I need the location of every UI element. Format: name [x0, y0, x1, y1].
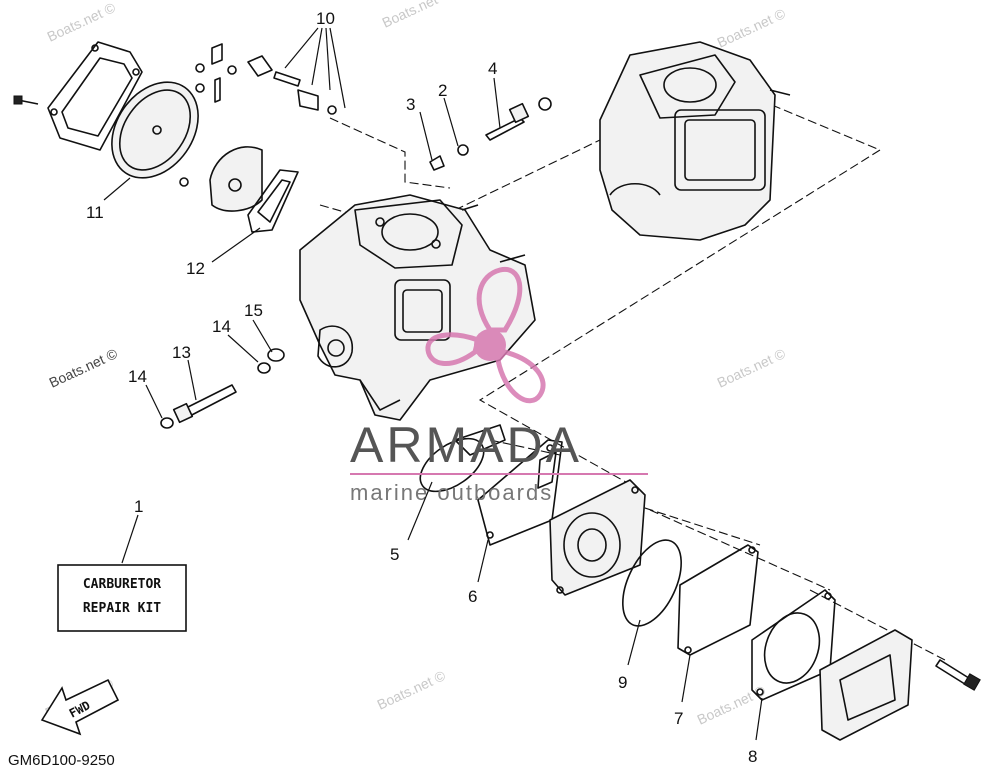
pump-cover-part [819, 629, 981, 741]
callout-14-lower: 14 [128, 367, 147, 386]
repair-kit-label: CARBURETOR REPAIR KIT [57, 564, 187, 632]
callout-numbers: 10 3 2 4 11 12 15 14 13 14 1 5 6 9 7 8 [86, 9, 757, 766]
needle-valve-part [429, 97, 552, 171]
o-ring-part [622, 539, 682, 627]
carburetor-body-upper-right [599, 41, 791, 241]
watermark: Boats.net © [47, 345, 121, 391]
diagram-code: GM6D100-9250 [8, 752, 115, 769]
kit-label-line1: CARBURETOR [83, 577, 161, 592]
watermark: Boats.net © [715, 5, 789, 51]
callout-13: 13 [172, 343, 191, 362]
callout-3: 3 [406, 95, 415, 114]
diaphragm-cover-part [13, 41, 199, 179]
pump-housing-part [179, 146, 299, 233]
watermark: Boats.net © [695, 682, 769, 728]
diaphragm-plate-part [677, 544, 759, 656]
brand-name: ARMADA [350, 417, 582, 473]
jet-hardware-part [195, 43, 337, 115]
callout-14-upper: 14 [212, 317, 231, 336]
callout-12: 12 [186, 259, 205, 278]
callout-8: 8 [748, 747, 757, 766]
callout-5: 5 [390, 545, 399, 564]
callout-10: 10 [316, 9, 335, 28]
armada-logo: ARMADA marine outboards [350, 266, 648, 505]
fwd-arrow-icon: FWD [40, 678, 120, 736]
leader-lines [103, 27, 763, 741]
watermark: Boats.net © [715, 345, 789, 391]
callout-7: 7 [674, 709, 683, 728]
callout-6: 6 [468, 587, 477, 606]
callout-11: 11 [86, 203, 104, 222]
callout-15: 15 [244, 301, 263, 320]
carburetor-body-center [299, 194, 536, 421]
fuel-pump-body-part [549, 479, 646, 596]
brand-tagline: marine outboards [350, 480, 553, 505]
callout-2: 2 [438, 81, 447, 100]
callout-4: 4 [488, 59, 497, 78]
pilot-screw-part [160, 348, 285, 429]
watermark: Boats.net © [45, 0, 119, 45]
kit-label-line2: REPAIR KIT [83, 601, 161, 616]
callout-9: 9 [618, 673, 627, 692]
gasket-ring-part [419, 424, 506, 493]
propeller-icon [425, 266, 546, 404]
callout-1: 1 [134, 497, 143, 516]
watermark: Boats.net © [375, 667, 449, 713]
watermark: Boats.net © [380, 0, 454, 31]
gasket-plate-part [477, 439, 563, 546]
